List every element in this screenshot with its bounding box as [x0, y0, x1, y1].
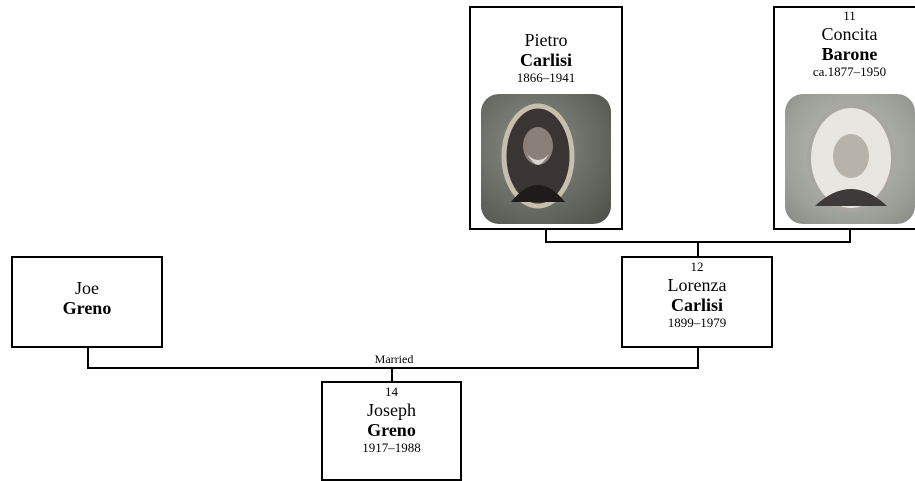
person-number: 11	[843, 8, 856, 23]
connector-to-joseph	[391, 367, 393, 381]
given-name: Lorenza	[667, 274, 727, 295]
person-card-pietro-carlisi[interactable]: Pietro Carlisi 1866–1941	[469, 6, 623, 230]
life-dates: 1866–1941	[516, 70, 576, 86]
person-card-lorenza-carlisi[interactable]: 12 Lorenza Carlisi 1899–1979	[621, 256, 773, 348]
person-card-joe-greno[interactable]: Joe Greno	[11, 256, 163, 348]
life-dates: 1917–1988	[362, 439, 421, 455]
surname: Greno	[367, 419, 416, 440]
married-label: Married	[374, 352, 414, 366]
life-dates: ca.1877–1950	[812, 63, 887, 79]
connector-lorenza-down	[697, 347, 699, 369]
person-card-joseph-greno[interactable]: 14 Joseph Greno 1917–1988	[321, 381, 462, 481]
person-card-concita-barone[interactable]: 11 Concita Barone ca.1877–1950	[773, 6, 915, 230]
connector-joe-down	[87, 347, 89, 369]
portrait-photo	[481, 94, 611, 224]
marriage-line	[87, 367, 699, 369]
surname: Greno	[62, 298, 112, 319]
life-dates: 1899–1979	[667, 314, 727, 330]
surname: Barone	[821, 43, 878, 64]
given-name: Concita	[821, 23, 878, 44]
person-number: 14	[385, 384, 398, 399]
given-name: Joe	[75, 278, 99, 298]
person-number: 12	[690, 259, 704, 274]
given-name: Joseph	[367, 399, 416, 420]
surname: Carlisi	[520, 50, 572, 71]
connector-concita-down	[849, 229, 851, 243]
connector-pietro-down	[545, 229, 547, 243]
portrait-photo	[785, 94, 915, 224]
given-name: Pietro	[524, 30, 568, 50]
surname: Carlisi	[671, 294, 723, 315]
connector-to-lorenza	[697, 241, 699, 257]
